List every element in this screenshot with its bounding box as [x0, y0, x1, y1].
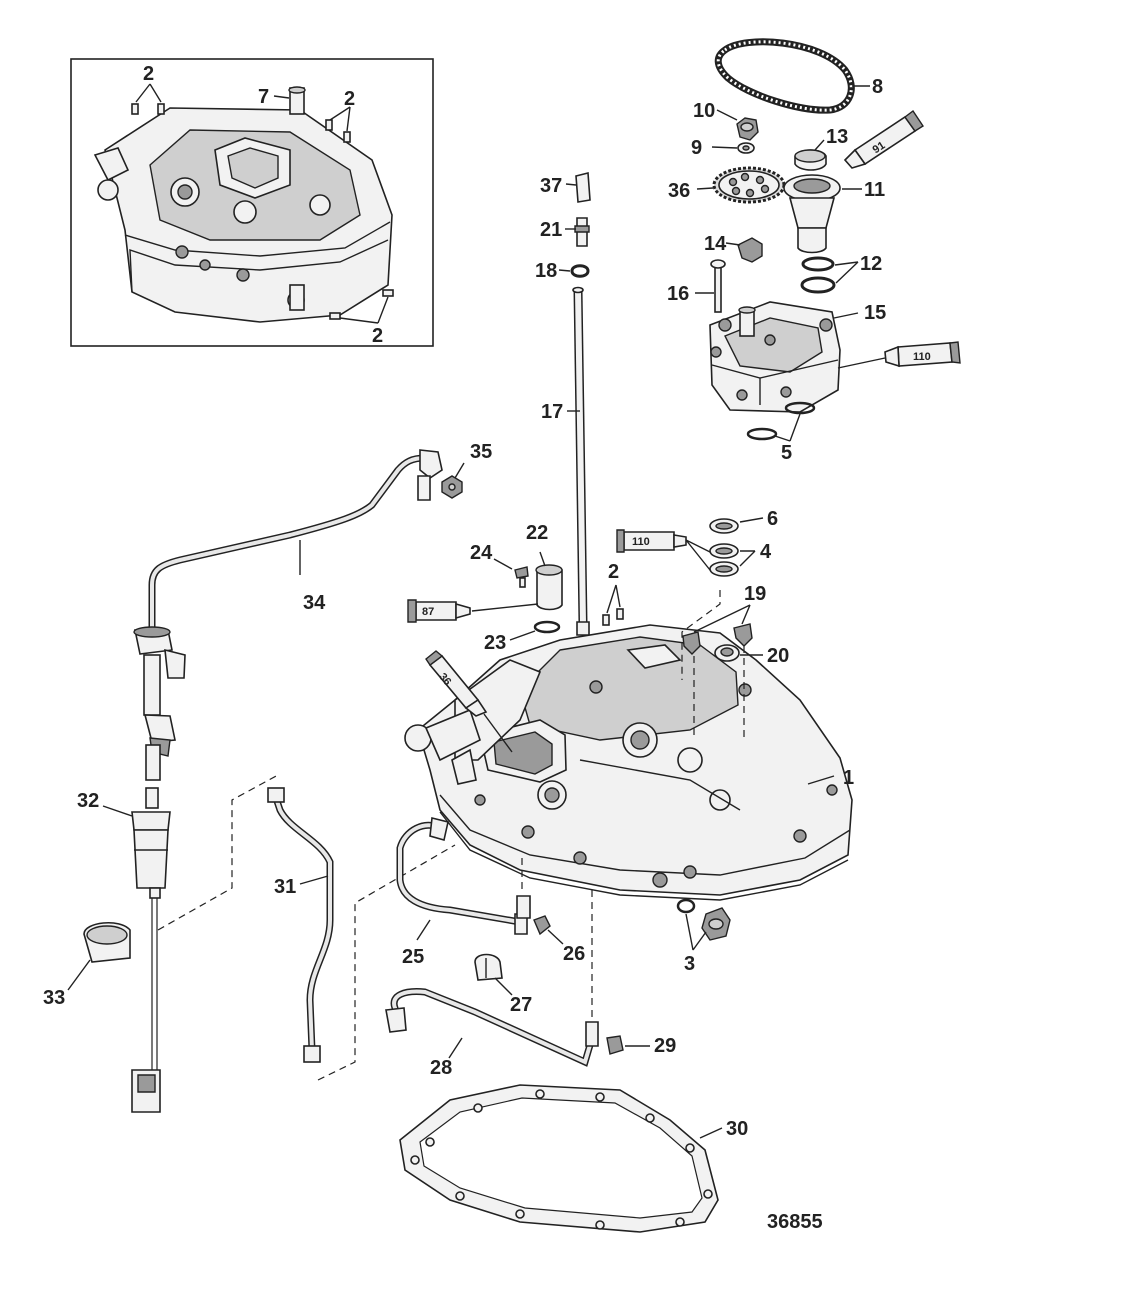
callout-17: 17	[541, 401, 563, 423]
part-37-cap	[575, 171, 591, 203]
part-32-top	[145, 787, 159, 809]
callout-19: 19	[744, 583, 766, 605]
callout-32: 32	[77, 790, 99, 812]
part-12-o-ring	[801, 256, 835, 272]
part-27-clip	[474, 953, 503, 981]
part-16-bolt	[714, 263, 722, 313]
hose-elbow	[419, 449, 443, 479]
callout-10: 10	[693, 100, 715, 122]
callout-2: 2	[372, 325, 383, 347]
inset-view: 2 7 2 2	[70, 58, 434, 347]
belt-pump-group: 8 10 9 36 13 91	[667, 38, 961, 464]
callout-7: 7	[258, 86, 269, 108]
callout-13: 13	[826, 126, 848, 148]
callout-36: 36	[668, 180, 690, 202]
callout-37: 37	[540, 175, 562, 197]
callout-33: 33	[43, 987, 65, 1009]
callout-28: 28	[430, 1057, 452, 1079]
tube-label-110: 110	[913, 351, 931, 363]
part-26-nut	[533, 915, 551, 936]
callout-2: 2	[143, 63, 154, 85]
tube-label-110: 110	[632, 536, 650, 548]
part-29-nut	[606, 1035, 624, 1055]
hose-34-group: 34 35	[133, 441, 492, 781]
callout-2: 2	[344, 88, 355, 110]
inset-stud	[131, 103, 139, 115]
callout-8: 8	[872, 76, 883, 98]
part-5-o-ring	[746, 427, 778, 441]
callout-22: 22	[526, 522, 548, 544]
callout-4: 4	[760, 541, 772, 563]
tube-label-87: 87	[422, 606, 434, 618]
part-8-belt	[714, 38, 855, 114]
callout-5: 5	[781, 442, 792, 464]
part-19-fitting	[682, 631, 701, 655]
sealant-tube-87: 87	[407, 599, 471, 623]
figure-number: 36855	[767, 1211, 823, 1233]
callout-30: 30	[726, 1118, 748, 1140]
callout-29: 29	[654, 1035, 676, 1057]
parts-22-24-group: 22 24 23 87	[407, 522, 563, 654]
parts-3-group: 3	[676, 898, 731, 975]
callout-31: 31	[274, 876, 296, 898]
hose-25-group: 25 26 27	[396, 817, 585, 1016]
callout-24: 24	[470, 542, 493, 564]
part-23-o-ring	[533, 620, 561, 634]
callout-16: 16	[667, 283, 689, 305]
callout-15: 15	[864, 302, 886, 324]
callout-25: 25	[402, 946, 424, 968]
hose-28-group: 28 29	[385, 890, 676, 1079]
callout-18: 18	[535, 260, 557, 282]
callout-34: 34	[303, 592, 326, 614]
sealant-tube-110-left: 110	[616, 529, 687, 553]
callout-11: 11	[864, 179, 885, 201]
part-19-fitting	[733, 623, 753, 647]
hose-31-group: 31	[267, 787, 456, 1081]
part-14-bracket	[737, 237, 763, 263]
sensor-32-group: 32 33	[43, 774, 279, 1113]
part-5-o-ring	[784, 401, 816, 415]
inset-stud	[343, 131, 351, 143]
callout-12: 12	[860, 253, 882, 275]
part-18-clamp	[570, 264, 590, 278]
part-22-cap	[536, 569, 563, 611]
callout-23: 23	[484, 632, 506, 654]
part-15-pump-body	[709, 301, 841, 413]
callout-9: 9	[691, 137, 702, 159]
callout-27: 27	[510, 994, 532, 1016]
callout-6: 6	[767, 508, 778, 530]
part-12-o-ring	[800, 276, 836, 294]
part-30-gasket: 30	[399, 1084, 748, 1233]
seals-4-6-group: 110 6 4	[616, 508, 778, 680]
parts-19-20-group: 19 20	[682, 583, 789, 740]
callout-14: 14	[704, 233, 727, 255]
part-32-sensor	[133, 829, 169, 889]
callout-1: 1	[843, 767, 854, 789]
inset-stud	[157, 103, 165, 115]
part-3-o-ring	[676, 898, 696, 914]
sealant-tube-110-right: 110	[884, 341, 961, 368]
part-1-housing: 1	[404, 624, 854, 901]
studs-2-main: 2	[602, 561, 624, 626]
callout-20: 20	[767, 645, 789, 667]
callout-26: 26	[563, 943, 585, 965]
inset-stud	[325, 119, 333, 131]
tube-label-91: 91	[871, 139, 888, 156]
callout-3: 3	[684, 953, 695, 975]
sealant-tube-91: 91	[843, 109, 924, 169]
callout-35: 35	[470, 441, 492, 463]
callout-2: 2	[608, 561, 619, 583]
inset-stud	[382, 289, 394, 297]
inset-stud	[329, 312, 341, 320]
callout-21: 21	[540, 219, 562, 241]
part-24-bolt	[514, 566, 529, 579]
